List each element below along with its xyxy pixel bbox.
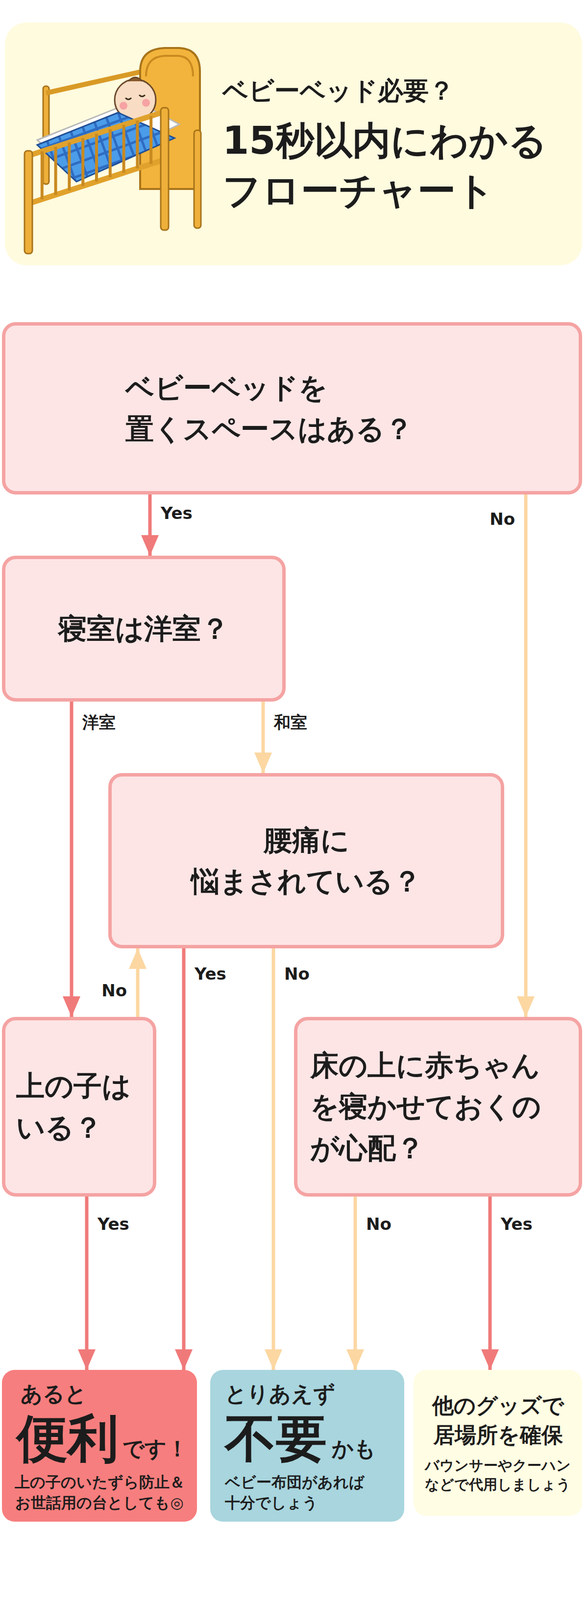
box-content: 他のグッズで 居場所を確保バウンサーやクーハン などで代用しましょう bbox=[419, 1392, 577, 1496]
emphasis-text: です！ bbox=[122, 1434, 189, 1466]
flow-arrow bbox=[271, 949, 276, 1372]
edge-label: No bbox=[282, 964, 312, 985]
edge-label: No bbox=[364, 1215, 394, 1236]
bed-slat bbox=[149, 116, 153, 165]
emphasis-text: 便利 bbox=[7, 1410, 119, 1470]
edge-label: No bbox=[99, 981, 129, 1002]
result-box: 他のグッズで 居場所を確保バウンサーやクーハン などで代用しましょう bbox=[413, 1371, 583, 1518]
flow-arrow bbox=[148, 494, 152, 557]
bed-slats bbox=[42, 116, 151, 200]
box-content: ベビーベッド必要？ 15秒以内にわかる フローチャート bbox=[222, 72, 573, 216]
baby-eyes bbox=[125, 95, 146, 100]
edge-label: No bbox=[487, 509, 517, 530]
box-text: 寝室は洋室？ bbox=[17, 608, 271, 650]
emphasis-text: 不要 bbox=[216, 1410, 327, 1470]
box-text: 腰痛に 悩まされている？ bbox=[169, 820, 444, 903]
box-text: あると bbox=[7, 1379, 192, 1411]
decision-box: 上の子は いる？ bbox=[1, 1017, 157, 1198]
result-box: とりあえず不要かもベビー布団があれば 十分でしょう bbox=[210, 1371, 405, 1523]
flow-arrow bbox=[136, 949, 140, 1018]
bed-post bbox=[194, 130, 201, 229]
baby-cheek bbox=[142, 98, 150, 107]
bed-post bbox=[160, 107, 169, 231]
bed-slat bbox=[40, 151, 44, 200]
bed-slat bbox=[95, 133, 98, 182]
bed-frame-front bbox=[24, 107, 201, 254]
flow-arrow bbox=[85, 1197, 89, 1372]
box-content: あると便利です！ 上の子のいたずら防止＆ お世話用の台としても◎ bbox=[7, 1379, 192, 1515]
bed-post bbox=[24, 150, 33, 254]
bed-slat bbox=[135, 120, 139, 169]
bed-headboard-trim bbox=[146, 55, 194, 77]
decision-box: 寝室は洋室？ bbox=[1, 556, 286, 703]
flow-arrow bbox=[70, 702, 74, 1018]
box-content: 腰痛に 悩まされている？ bbox=[123, 820, 490, 903]
bed-slat bbox=[67, 142, 71, 191]
flow-arrow bbox=[261, 702, 266, 774]
box-text: ベビー布団があれば 十分でしょう bbox=[216, 1473, 399, 1515]
box-text: 15秒以内にわかる フローチャート bbox=[222, 116, 573, 216]
flow-arrow bbox=[182, 949, 186, 1372]
decision-box: 腰痛に 悩まされている？ bbox=[108, 773, 505, 950]
bed-slat bbox=[122, 124, 126, 173]
result-box: あると便利です！ 上の子のいたずら防止＆ お世話用の台としても◎ bbox=[1, 1371, 197, 1523]
box-content: とりあえず不要かもベビー布団があれば 十分でしょう bbox=[216, 1379, 399, 1515]
box-text: 上の子は いる？ bbox=[16, 1066, 143, 1149]
edge-label: Yes bbox=[95, 1215, 132, 1236]
flow-arrow bbox=[353, 1197, 358, 1372]
box-content: 上の子は いる？ bbox=[16, 1066, 143, 1149]
edge-label: 洋室 bbox=[80, 712, 118, 734]
box-text: とりあえず bbox=[216, 1379, 399, 1411]
box-text: ベビーベッド必要？ bbox=[222, 72, 573, 110]
box-text: 床の上に赤ちゃん を寝かせておくの が心配？ bbox=[310, 1045, 566, 1170]
edge-label: 和室 bbox=[271, 712, 310, 734]
box-content: 床の上に赤ちゃん を寝かせておくの が心配？ bbox=[310, 1045, 566, 1170]
baby-hair bbox=[128, 77, 143, 82]
emphasis-text: かも bbox=[331, 1434, 376, 1466]
bed-slat bbox=[54, 147, 58, 196]
box-content: ベビーベッドを 置くスペースはある？ bbox=[17, 367, 567, 450]
decision-box: 床の上に赤ちゃん を寝かせておくの が心配？ bbox=[294, 1017, 583, 1198]
flow-arrow bbox=[524, 494, 528, 1018]
bed-slat bbox=[108, 129, 112, 178]
decision-box: ベビーベッドを 置くスペースはある？ bbox=[1, 322, 583, 495]
bed-slat bbox=[81, 138, 85, 187]
box-text: バウンサーやクーハン などで代用しましょう bbox=[419, 1457, 577, 1496]
edge-label: Yes bbox=[498, 1215, 535, 1236]
box-text: ベビーベッドを 置くスペースはある？ bbox=[125, 367, 459, 450]
edge-label: Yes bbox=[158, 503, 195, 524]
box-text: 他のグッズで 居場所を確保 bbox=[419, 1392, 577, 1451]
title-panel: ベビーベッド必要？ 15秒以内にわかる フローチャート bbox=[4, 22, 583, 266]
baby-cheek bbox=[119, 101, 128, 110]
box-text: 上の子のいたずら防止＆ お世話用の台としても◎ bbox=[7, 1473, 192, 1515]
edge-label: Yes bbox=[192, 964, 229, 985]
box-content: 寝室は洋室？ bbox=[17, 608, 271, 650]
flow-arrow bbox=[488, 1197, 492, 1372]
baby-bed-illustration bbox=[17, 42, 204, 258]
